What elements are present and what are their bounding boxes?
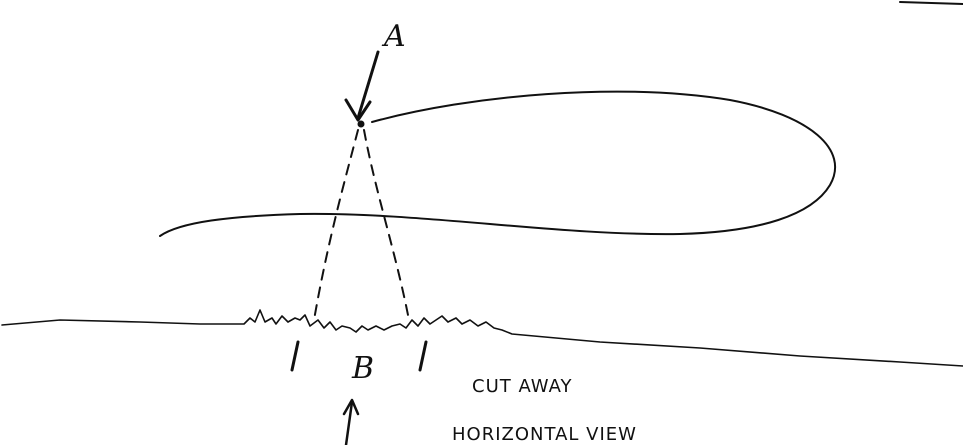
loop-outline (159, 90, 836, 237)
arrow-a (356, 50, 380, 120)
note-line-2: HORIZONTAL VIEW (452, 424, 637, 445)
left-tick-mark (290, 340, 300, 372)
label-b: B (351, 351, 374, 386)
arrow-b-head (342, 398, 360, 416)
label-a: A (381, 19, 406, 54)
ground-line (1, 309, 963, 367)
cone-left-dashed (313, 129, 359, 321)
note-line-1: CUT AWAY (472, 376, 573, 397)
source-point (357, 120, 365, 128)
cone-right-dashed (363, 129, 409, 316)
arrow-a-head (344, 98, 372, 122)
right-tick-mark (418, 340, 428, 372)
arrow-b (344, 400, 354, 445)
corner-mark (899, 1, 963, 5)
